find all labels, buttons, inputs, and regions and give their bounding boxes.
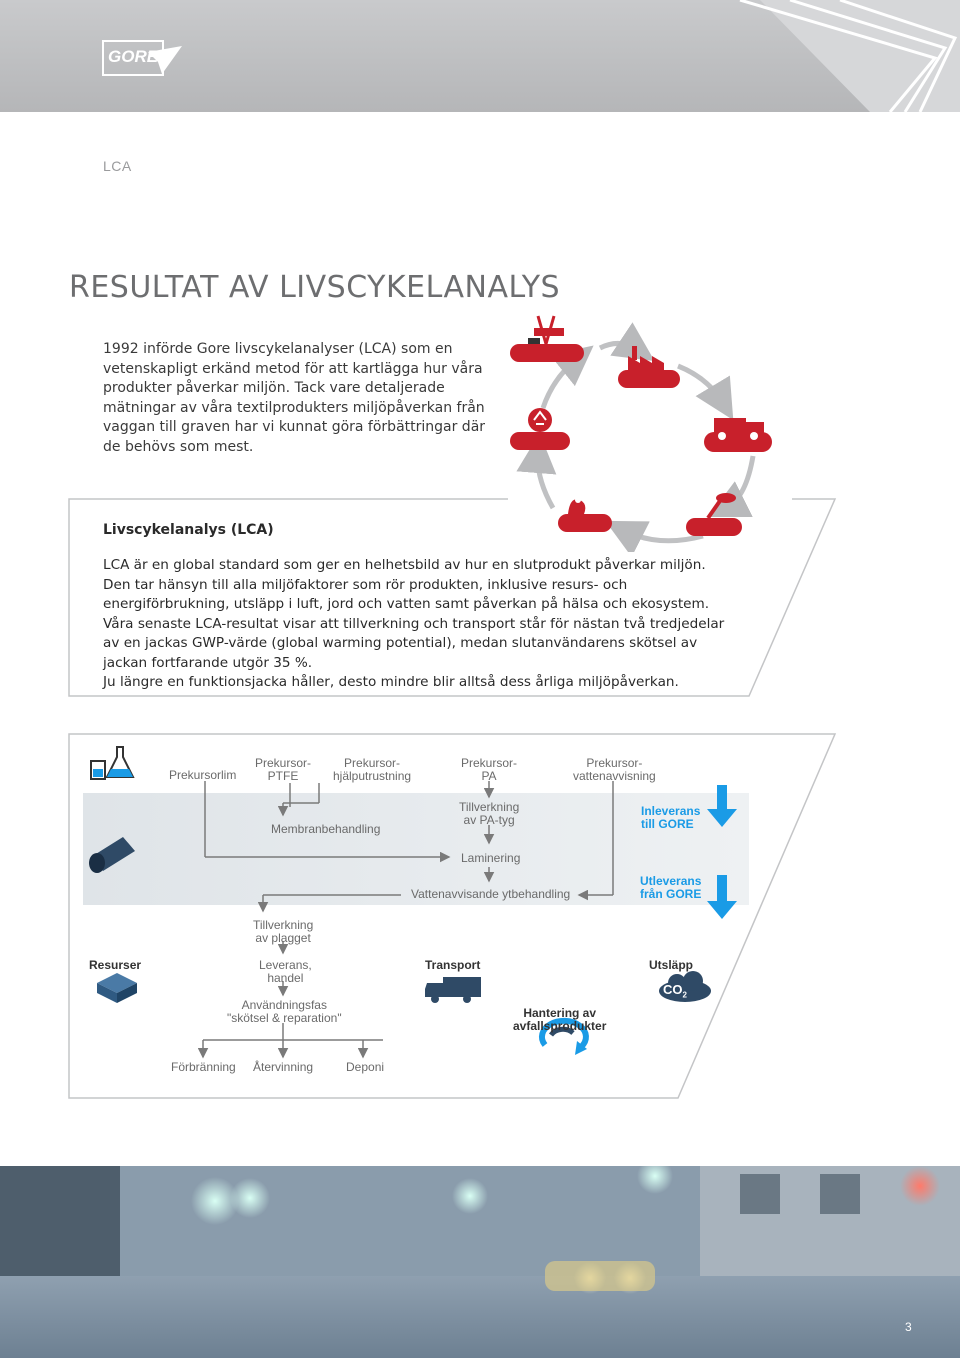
- label-line: Utleverans: [640, 874, 702, 888]
- label-utslapp: Utsläpp: [649, 958, 694, 972]
- utleverans-arrow-icon: [707, 875, 737, 919]
- label-inleverans: Inleverans till GORE: [641, 805, 700, 831]
- page-title: RESULTAT AV LIVSCYKELANALYS: [69, 270, 561, 305]
- sewing-machine-icon: [558, 497, 612, 532]
- intro-paragraph: 1992 införde Gore livscykelanalyser (LCA…: [103, 341, 486, 455]
- label-membranbehandling: Membranbehandling: [271, 822, 381, 836]
- label-utleverans: Utleverans från GORE: [640, 875, 701, 901]
- header-band: GORE: [0, 0, 960, 112]
- flow-diagram: Prekursorlim Prekursor- PTFE Prekursor- …: [83, 745, 751, 1075]
- label-line: Prekursor-: [461, 756, 518, 770]
- info-box-paragraph: Den tar hänsyn till alla miljöfaktorer s…: [103, 576, 725, 671]
- label-line: Prekursor-: [586, 756, 643, 770]
- label-line: avfallsprodukter: [513, 1019, 607, 1033]
- label-line: PA: [481, 769, 497, 783]
- label-line: Tillverkning: [459, 800, 520, 814]
- label-hantering: Hantering av avfallsprodukter: [513, 1007, 606, 1033]
- street-photo: [0, 1166, 960, 1358]
- page-number: 3: [905, 1320, 912, 1334]
- label-laminering: Laminering: [461, 851, 521, 865]
- oil-rig-icon: [510, 315, 584, 362]
- label-line: Inleverans: [641, 804, 701, 818]
- label-line: vattenavvisning: [573, 769, 656, 783]
- label-resurser: Resurser: [89, 958, 142, 972]
- label-prekursor-pa: Prekursor- PA: [461, 757, 517, 783]
- recycling-icon: [510, 408, 570, 450]
- waste-recycling-icon: [538, 1017, 589, 1055]
- resources-box-icon: [97, 973, 137, 1003]
- label-line: Användningsfas: [241, 998, 327, 1012]
- co2-text: CO: [663, 982, 683, 997]
- fabric-roll-icon: [89, 837, 135, 873]
- street-photo-svg: [0, 1166, 960, 1358]
- truck-icon: [704, 418, 772, 452]
- info-box-title: Livscykelanalys (LCA): [103, 522, 274, 538]
- info-box-paragraph: LCA är en global standard som ger en hel…: [103, 557, 706, 573]
- label-line: Hantering av: [523, 1006, 597, 1020]
- label-line: av PA-tyg: [463, 813, 515, 827]
- co2-cloud-icon: [659, 971, 711, 1002]
- section-label: LCA: [103, 158, 132, 174]
- gore-logo: GORE: [102, 40, 184, 76]
- info-box: Livscykelanalys (LCA) LCA är en global s…: [103, 522, 743, 693]
- label-prekursor-ptfe: Prekursor- PTFE: [255, 757, 311, 783]
- header-stripes: [739, 0, 960, 112]
- iron-icon: [686, 493, 742, 536]
- label-line: handel: [267, 971, 304, 985]
- info-box-body: LCA är en global standard som ger en hel…: [103, 556, 743, 693]
- label-line: till GORE: [641, 817, 694, 831]
- label-line: Tillverkning: [253, 918, 314, 932]
- label-tillverkning-pa: Tillverkning av PA-tyg: [459, 801, 519, 827]
- factory-icon: [618, 346, 680, 388]
- lab-flask-icon: [90, 746, 135, 780]
- label-atervinning: Återvinning: [253, 1060, 314, 1074]
- label-transport: Transport: [425, 958, 481, 972]
- info-box-paragraph: Ju längre en funktionsjacka håller, dest…: [103, 674, 679, 690]
- label-vattenavvisande: Vattenavvisande ytbehandling: [411, 887, 571, 901]
- label-co2: CO2: [663, 983, 687, 1002]
- label-line: "skötsel & reparation": [227, 1011, 342, 1025]
- transport-truck-icon: [425, 977, 481, 1003]
- label-line: PTFE: [267, 769, 299, 783]
- gore-arrow-logo-icon: [102, 40, 182, 76]
- label-line: Leverans,: [259, 958, 312, 972]
- inleverans-arrow-icon: [707, 785, 737, 827]
- label-line: Prekursor-: [344, 756, 401, 770]
- lifecycle-svg: [510, 315, 772, 557]
- label-prekursor-hjalp: Prekursor- hjälputrustning: [333, 757, 411, 783]
- label-deponi: Deponi: [346, 1060, 385, 1074]
- label-line: från GORE: [640, 887, 702, 901]
- co2-subscript: 2: [682, 990, 687, 1000]
- lifecycle-graphic: [508, 308, 792, 557]
- label-line: Prekursor-: [255, 756, 312, 770]
- label-forbranning: Förbränning: [171, 1060, 236, 1074]
- label-anvandningsfas: Användningsfas "skötsel & reparation": [227, 999, 342, 1025]
- logo-text: GORE: [108, 47, 159, 66]
- label-prekursorlim: Prekursorlim: [169, 768, 237, 782]
- label-tillverkning-plagg: Tillverkning av plagget: [253, 919, 313, 945]
- label-prekursor-vatten: Prekursor- vattenavvisning: [573, 757, 656, 783]
- label-leverans: Leverans, handel: [259, 959, 312, 985]
- flow-diagram-svg: [83, 746, 749, 1059]
- label-line: hjälputrustning: [333, 769, 412, 783]
- label-line: av plagget: [255, 931, 311, 945]
